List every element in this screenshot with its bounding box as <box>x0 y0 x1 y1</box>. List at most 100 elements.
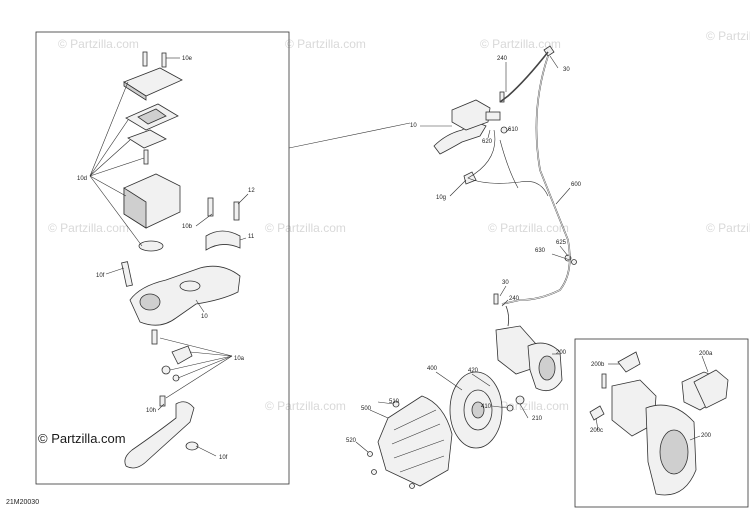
label-630: 630 <box>535 248 546 254</box>
handlebar-master-cylinder <box>433 45 577 265</box>
label-10: 10 <box>201 314 208 320</box>
label-400: 400 <box>427 366 438 372</box>
washer-icon <box>500 126 508 134</box>
label-11: 11 <box>248 234 255 240</box>
clamp <box>485 111 501 121</box>
adjuster <box>185 441 199 451</box>
label-200: 200 <box>556 350 567 356</box>
brake-lever <box>124 401 195 469</box>
label-620: 620 <box>482 139 493 145</box>
brake-caliper <box>493 293 563 412</box>
disc-center <box>471 401 485 419</box>
label-510: 510 <box>389 399 400 405</box>
plate <box>127 129 167 149</box>
bleeder-icon <box>493 293 499 305</box>
label-200: 200 <box>701 433 712 439</box>
watermark: © Partzilla.com <box>265 399 346 413</box>
o-ring <box>138 240 164 252</box>
label-10f: 10f <box>219 455 228 461</box>
screw-icon <box>142 51 148 67</box>
watermark: © Partzilla.com <box>706 221 750 235</box>
label-10b: 10b <box>182 224 193 230</box>
master-cylinder-body <box>129 265 241 326</box>
label-200c: 200c <box>590 428 603 434</box>
leader-lines-right-top <box>420 55 571 307</box>
mount-hole <box>179 280 201 292</box>
caliper-inset <box>589 351 729 496</box>
label-210: 210 <box>532 416 543 422</box>
master-cylinder-exploded <box>121 51 241 469</box>
bracket-hole <box>659 429 689 475</box>
screw-icon <box>161 52 167 68</box>
pad-pin <box>617 351 641 373</box>
bolt-icon <box>371 469 377 475</box>
clip-icon <box>571 259 577 265</box>
bolt-icon <box>367 451 373 457</box>
watermark: © Partzilla.com <box>480 37 561 51</box>
label-10d: 10d <box>77 176 87 182</box>
reservoir-cover-side <box>123 81 147 101</box>
bolt-icon <box>207 197 214 217</box>
leader-lines-inset <box>595 355 709 441</box>
guard-plate <box>377 395 453 487</box>
pin-icon <box>159 395 166 407</box>
label-200a: 200a <box>699 351 713 357</box>
brake-hose <box>467 51 571 305</box>
watermark: © Partzilla.com <box>265 221 346 235</box>
leader-lines-right-bottom <box>355 353 560 453</box>
label-10g: 10g <box>436 195 446 201</box>
dust-guard <box>367 395 453 489</box>
spring-icon <box>161 365 171 375</box>
diagram-code: 21M20030 <box>6 499 39 506</box>
label-30: 30 <box>502 280 509 286</box>
label-240: 240 <box>509 296 520 302</box>
partzilla-watermark: © Partzilla.com <box>38 431 126 446</box>
watermark-layer: © Partzilla.com © Partzilla.com © Partzi… <box>48 29 750 413</box>
washer-icon <box>172 374 180 382</box>
watermark: © Partzilla.com <box>48 221 129 235</box>
bushing <box>589 405 605 421</box>
piston-bore <box>139 293 161 311</box>
callout-leader <box>288 122 411 149</box>
bolt-icon <box>515 395 525 405</box>
diaphragm-center <box>137 108 167 125</box>
switch <box>171 345 193 365</box>
pivot-pin <box>121 261 133 287</box>
label-500: 500 <box>361 406 372 412</box>
label-10a: 10a <box>234 356 245 362</box>
bolt-icon <box>233 201 240 221</box>
label-10f: 10f <box>96 273 105 279</box>
watermark: © Partzilla.com <box>285 37 366 51</box>
pin-icon <box>151 329 158 345</box>
label-625: 625 <box>556 240 567 246</box>
label-30: 30 <box>563 67 570 73</box>
screw-icon <box>143 149 149 165</box>
label-410: 410 <box>481 404 492 410</box>
label-610: 610 <box>508 127 519 133</box>
label-240: 240 <box>497 56 508 62</box>
caliper-hole <box>538 355 556 381</box>
label-10h: 10h <box>146 408 156 414</box>
lever-assembly <box>433 121 487 155</box>
label-600: 600 <box>571 182 582 188</box>
caliper-inset-frame <box>574 338 749 508</box>
master-cylinder <box>451 99 491 131</box>
reservoir-body-side <box>123 187 147 229</box>
watermark: © Partzilla.com <box>488 221 569 235</box>
label-200b: 200b <box>591 362 605 368</box>
brake-pad-back <box>693 369 729 409</box>
watermark: © Partzilla.com <box>706 29 750 43</box>
label-520: 520 <box>346 438 357 444</box>
clamp <box>205 230 241 251</box>
watermark: © Partzilla.com <box>58 37 139 51</box>
fitting-icon <box>499 91 505 103</box>
pin-icon <box>601 373 607 389</box>
label-420: 420 <box>468 368 479 374</box>
label-12: 12 <box>248 188 255 194</box>
label-10e: 10e <box>182 56 193 62</box>
bolt-icon <box>409 483 415 489</box>
label-10: 10 <box>410 123 417 129</box>
brake-disc <box>449 371 503 449</box>
detail-frame <box>35 31 290 485</box>
